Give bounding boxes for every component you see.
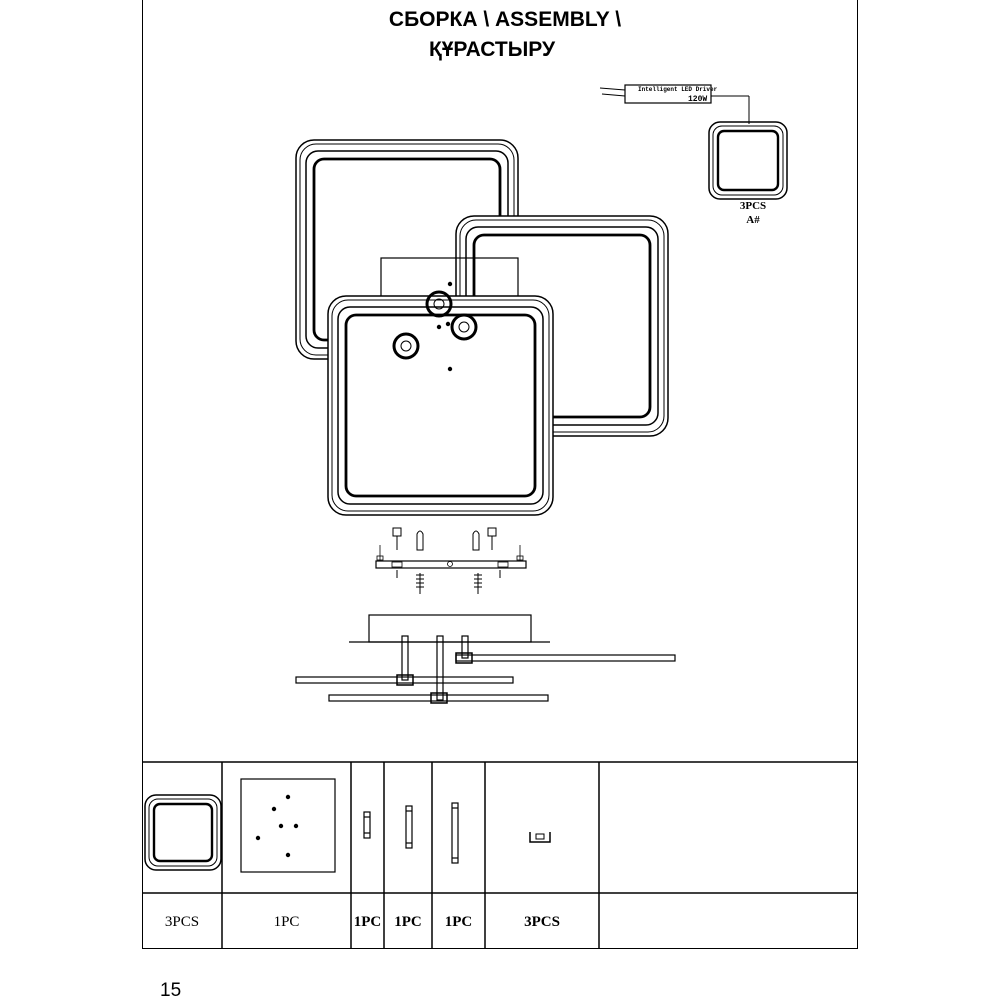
table-ring-icon <box>144 794 222 871</box>
page-title: СБОРКА \ ASSEMBLY \ <box>388 8 622 31</box>
connector-left <box>392 332 420 360</box>
table-rod-short-icon <box>363 811 371 839</box>
led-driver <box>599 84 750 124</box>
qty-ring: 3PCS <box>164 914 200 930</box>
table-rod-medium-icon <box>405 805 413 849</box>
qty-rod-medium: 1PC <box>394 914 422 930</box>
table-rod-long-icon <box>451 802 459 864</box>
driver-label: Intelligent LED Driver <box>638 86 718 93</box>
driver-power: 120W <box>688 95 708 104</box>
table-base-plate-icon <box>240 778 336 873</box>
ring-part-quantity: 3PCS <box>739 200 767 212</box>
page-frame <box>142 0 858 949</box>
page-subtitle: ҚҰРАСТЫРУ <box>428 38 556 61</box>
connector-right <box>450 313 478 341</box>
qty-rod-long: 1PC <box>444 914 473 930</box>
mounting-holes <box>436 281 453 372</box>
mounting-bracket <box>375 545 527 569</box>
page-number: 15 <box>160 980 182 1001</box>
table-clip-icon <box>529 832 551 843</box>
ring-bottom-left <box>327 295 554 516</box>
ring-part-code: A# <box>746 214 760 226</box>
qty-clip: 3PCS <box>524 914 560 930</box>
qty-base-plate: 1PC <box>273 914 300 930</box>
qty-rod-short: 1PC <box>353 914 382 930</box>
side-view <box>295 614 676 704</box>
connector-top <box>425 290 453 318</box>
parts-table <box>142 761 858 949</box>
ring-part-a <box>708 121 788 200</box>
screws <box>392 527 501 594</box>
